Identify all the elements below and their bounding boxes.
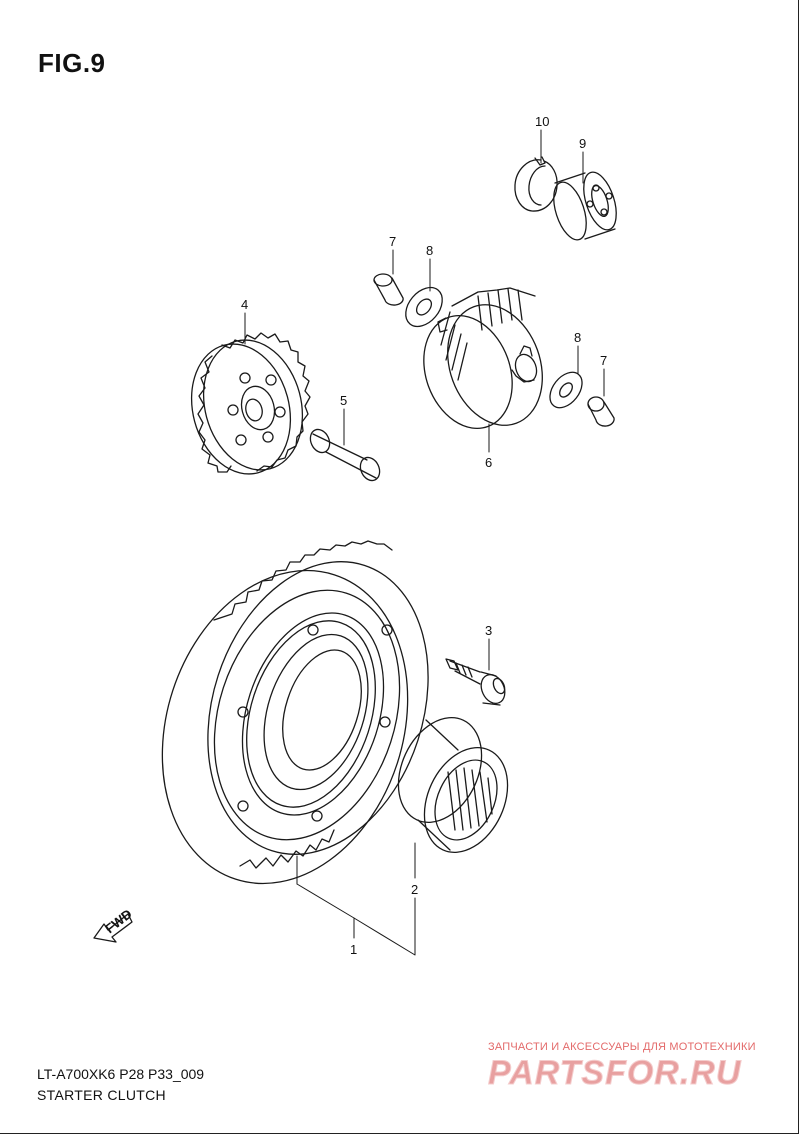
callout-2: 2 <box>411 882 418 897</box>
callout-1: 1 <box>350 942 357 957</box>
washer-lower-part <box>549 371 583 409</box>
shaft-part <box>309 428 381 482</box>
callout-5: 5 <box>340 393 347 408</box>
bushing-upper-part <box>373 273 404 306</box>
watermark-tagline: ЗАПЧАСТИ И АКСЕССУАРЫ ДЛЯ МОТОТЕХНИКИ <box>488 1041 756 1053</box>
callout-6: 6 <box>485 455 492 470</box>
washer-upper-part <box>405 286 443 328</box>
bearing-part <box>553 171 617 241</box>
bolt-part <box>445 658 506 706</box>
bushing-lower-part <box>587 396 615 427</box>
starter-clutch-gear-part <box>161 540 429 885</box>
circlip-part <box>514 156 558 212</box>
section-name-label: STARTER CLUTCH <box>37 1087 166 1103</box>
callout-8-lower: 8 <box>574 330 581 345</box>
callout-9: 9 <box>579 136 586 151</box>
watermark-logo: PARTSFOR.RU <box>488 1054 742 1093</box>
callout-4: 4 <box>241 297 248 312</box>
callout-8-upper: 8 <box>426 243 433 258</box>
starter-gear-part <box>190 332 311 475</box>
fwd-arrow-icon <box>93 913 133 943</box>
idle-gear-assembly-part <box>423 287 543 430</box>
leader-lines <box>244 129 605 956</box>
callout-7-upper: 7 <box>389 234 396 249</box>
figure-title: FIG.9 <box>38 48 106 78</box>
callout-3: 3 <box>485 623 492 638</box>
callout-7-lower: 7 <box>600 353 607 368</box>
callout-10: 10 <box>535 114 549 129</box>
watermark-logo-text: PARTSFOR.RU <box>488 1054 742 1092</box>
model-code-label: LT-A700XK6 P28 P33_009 <box>37 1066 205 1082</box>
one-way-clutch-part <box>397 716 509 854</box>
